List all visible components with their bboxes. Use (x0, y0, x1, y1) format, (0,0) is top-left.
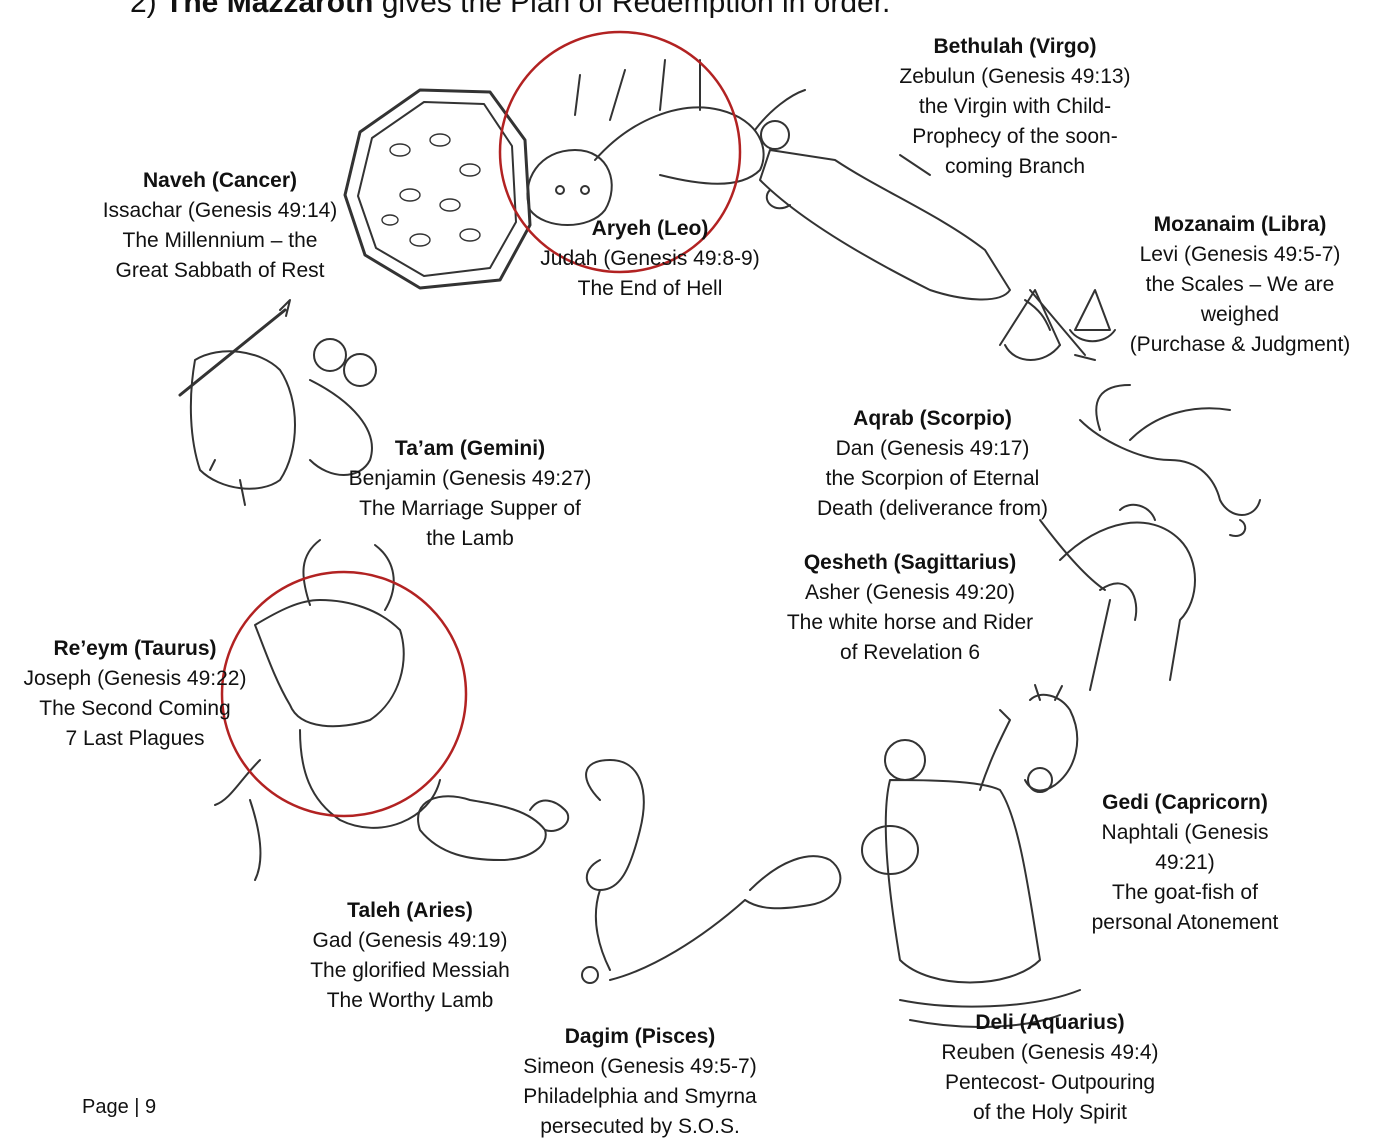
scales-drawing (1000, 290, 1115, 360)
sign-line: Gad (Genesis 49:19) (280, 926, 540, 956)
sign-line: The Second Coming (0, 694, 270, 724)
sign-line: 49:21) (1060, 848, 1310, 878)
sign-line: Dan (Genesis 49:17) (790, 434, 1075, 464)
sign-line: Pentecost- Outpouring (915, 1068, 1185, 1098)
page-heading: 2) The Mazzaroth gives the Plan of Redem… (130, 0, 890, 20)
sign-name: Aqrab (Scorpio) (790, 404, 1075, 434)
sign-line: the Scales – We are (1105, 270, 1375, 300)
heading-number: 2) (130, 0, 157, 19)
sign-line: The Worthy Lamb (280, 986, 540, 1016)
sign-aquarius: Deli (Aquarius) Reuben (Genesis 49:4) Pe… (915, 1008, 1185, 1128)
goat-fish-drawing (1025, 685, 1077, 792)
fish-drawing (582, 760, 840, 983)
sign-libra: Mozanaim (Libra) Levi (Genesis 49:5-7) t… (1105, 210, 1375, 360)
sign-name: Naveh (Cancer) (80, 166, 360, 196)
sign-line: Levi (Genesis 49:5-7) (1105, 240, 1375, 270)
sign-scorpio: Aqrab (Scorpio) Dan (Genesis 49:17) the … (790, 404, 1075, 524)
sign-line: of Revelation 6 (760, 638, 1060, 668)
sign-line: Issachar (Genesis 49:14) (80, 196, 360, 226)
sign-name: Qesheth (Sagittarius) (760, 548, 1060, 578)
sign-line: Reuben (Genesis 49:4) (915, 1038, 1185, 1068)
heading-rest: gives the Plan of Redemption in order. (382, 0, 891, 19)
sign-line: of the Holy Spirit (915, 1098, 1185, 1128)
sign-line: (Purchase & Judgment) (1105, 330, 1375, 360)
sign-cancer: Naveh (Cancer) Issachar (Genesis 49:14) … (80, 166, 360, 286)
sign-leo: Aryeh (Leo) Judah (Genesis 49:8-9) The E… (520, 214, 780, 304)
sign-line: The goat-fish of (1060, 878, 1310, 908)
sign-name: Deli (Aquarius) (915, 1008, 1185, 1038)
scorpion-drawing (1080, 385, 1260, 536)
sign-sagittarius: Qesheth (Sagittarius) Asher (Genesis 49:… (760, 548, 1060, 668)
sign-line: Death (deliverance from) (790, 494, 1075, 524)
sheepfold-drawing (345, 90, 530, 288)
sign-line: the Lamb (325, 524, 615, 554)
sign-line: Naphtali (Genesis (1060, 818, 1310, 848)
sign-name: Re’eym (Taurus) (0, 634, 270, 664)
sign-line: weighed (1105, 300, 1375, 330)
sign-line: The glorified Messiah (280, 956, 540, 986)
sign-taurus: Re’eym (Taurus) Joseph (Genesis 49:22) T… (0, 634, 270, 754)
sign-name: Gedi (Capricorn) (1060, 788, 1310, 818)
sign-line: Philadelphia and Smyrna (490, 1082, 790, 1112)
sign-line: coming Branch (885, 152, 1145, 182)
sign-line: Prophecy of the soon- (885, 122, 1145, 152)
sign-name: Bethulah (Virgo) (885, 32, 1145, 62)
sign-line: Benjamin (Genesis 49:27) (325, 464, 615, 494)
sign-name: Aryeh (Leo) (520, 214, 780, 244)
heading-bold: The Mazzaroth (165, 0, 373, 19)
sign-line: Great Sabbath of Rest (80, 256, 360, 286)
sign-name: Mozanaim (Libra) (1105, 210, 1375, 240)
water-bearer-drawing (862, 710, 1080, 1027)
sign-name: Ta’am (Gemini) (325, 434, 615, 464)
sign-line: Simeon (Genesis 49:5-7) (490, 1052, 790, 1082)
sign-line: Judah (Genesis 49:8-9) (520, 244, 780, 274)
sign-line: Joseph (Genesis 49:22) (0, 664, 270, 694)
sign-name: Dagim (Pisces) (490, 1022, 790, 1052)
sign-line: personal Atonement (1060, 908, 1310, 938)
sign-line: The Millennium – the (80, 226, 360, 256)
lamb-drawing (418, 796, 568, 860)
sign-line: The white horse and Rider (760, 608, 1060, 638)
page-number: Page | 9 (82, 1096, 156, 1119)
sign-line: Zebulun (Genesis 49:13) (885, 62, 1145, 92)
sign-pisces: Dagim (Pisces) Simeon (Genesis 49:5-7) P… (490, 1022, 790, 1142)
sign-line: Asher (Genesis 49:20) (760, 578, 1060, 608)
sign-line: The Marriage Supper of (325, 494, 615, 524)
sign-capricorn: Gedi (Capricorn) Naphtali (Genesis 49:21… (1060, 788, 1310, 938)
sign-line: 7 Last Plagues (0, 724, 270, 754)
sign-line: persecuted by S.O.S. (490, 1112, 790, 1142)
horse-rider-drawing (1040, 505, 1195, 690)
sign-line: the Scorpion of Eternal (790, 464, 1075, 494)
sign-gemini: Ta’am (Gemini) Benjamin (Genesis 49:27) … (325, 434, 615, 554)
sign-line: The End of Hell (520, 274, 780, 304)
sign-line: the Virgin with Child- (885, 92, 1145, 122)
sign-virgo: Bethulah (Virgo) Zebulun (Genesis 49:13)… (885, 32, 1145, 182)
sign-name: Taleh (Aries) (280, 896, 540, 926)
sign-aries: Taleh (Aries) Gad (Genesis 49:19) The gl… (280, 896, 540, 1016)
